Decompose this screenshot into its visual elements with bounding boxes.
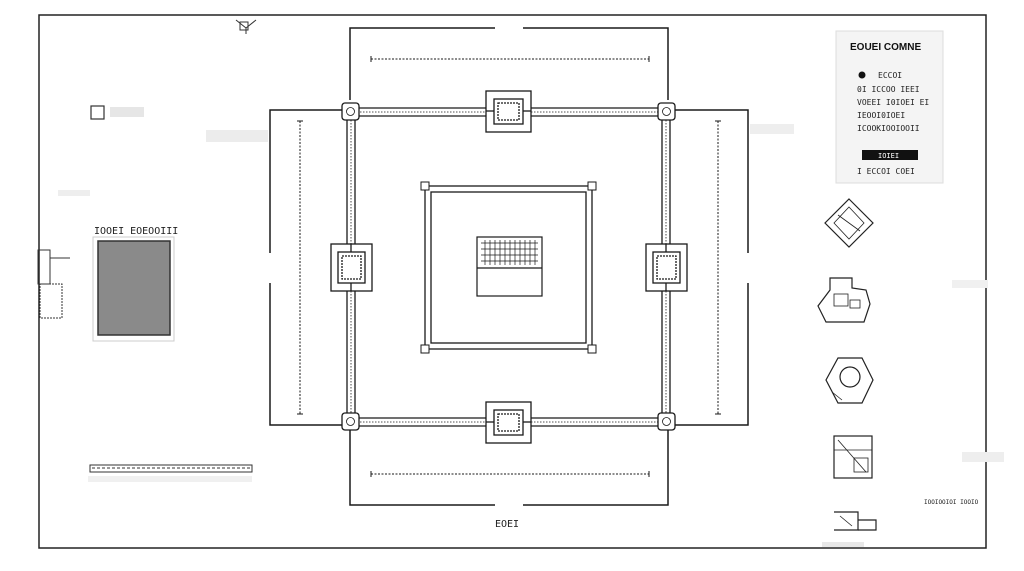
outer-boundary-bottom bbox=[349, 430, 669, 506]
stair-symbol-icon bbox=[833, 435, 873, 479]
bullet-icon bbox=[858, 71, 866, 79]
outer-boundary-right bbox=[668, 109, 749, 426]
title-block-row: IEOOI0IOEI bbox=[857, 111, 905, 120]
site-plan bbox=[269, 27, 749, 506]
faint-text-block bbox=[822, 542, 864, 547]
north-arrow-icon bbox=[235, 19, 257, 34]
gatehouse-south bbox=[485, 401, 532, 444]
central-hall bbox=[476, 236, 543, 297]
gatehouse-north bbox=[485, 90, 532, 133]
faint-text-block bbox=[952, 280, 988, 288]
legend-label: IOOEI EOEOOIII bbox=[94, 226, 178, 237]
building-symbol-icon bbox=[817, 277, 871, 323]
inner-enclosure bbox=[424, 185, 593, 350]
title-block-row: I ECCOI COEI bbox=[857, 167, 915, 176]
outer-boundary-left bbox=[269, 109, 350, 426]
wall-hatching bbox=[350, 111, 667, 423]
small-checkbox-icon bbox=[90, 105, 105, 120]
faint-text-block bbox=[750, 124, 794, 134]
title-block-bar-label: IOIEI bbox=[878, 152, 899, 160]
circle-symbol-icon bbox=[825, 357, 874, 404]
title-block-row: VOEEI I0IOEI EI bbox=[857, 98, 929, 107]
faint-text-block bbox=[962, 452, 1004, 462]
legend-swatch bbox=[97, 240, 171, 336]
title-block-row: 0I ICCOO IEEI bbox=[857, 85, 920, 94]
title-block-bar bbox=[862, 150, 918, 160]
gatehouse-east bbox=[645, 243, 688, 292]
title-block-row: ECCOI bbox=[878, 71, 902, 80]
scale-bar bbox=[89, 464, 253, 473]
title-block-heading: EOUEI COMNE bbox=[850, 42, 921, 53]
outer-boundary-top bbox=[349, 27, 669, 100]
corner-towers bbox=[341, 102, 676, 431]
faint-text-block bbox=[88, 476, 252, 482]
title-block-row: ICOOKIOOIOOII bbox=[857, 124, 920, 133]
title-block: EOUEI COMNE ECCOI 0I ICCOO IEEI VOEEI I0… bbox=[835, 30, 944, 184]
left-edge-symbol-icon bbox=[37, 249, 70, 319]
legend-frame bbox=[92, 236, 175, 342]
inner-corner-posts bbox=[420, 181, 597, 354]
gatehouse-west bbox=[330, 243, 373, 292]
plan-scale-label: EOEI bbox=[495, 519, 519, 530]
bottom-right-note: IOOIOOIOI IOOIO bbox=[924, 499, 979, 506]
main-walls bbox=[346, 107, 671, 427]
hexagon-symbol-icon bbox=[824, 198, 874, 248]
section-symbol-icon bbox=[834, 511, 877, 531]
faint-text-block bbox=[206, 130, 268, 142]
faint-text-block bbox=[110, 107, 144, 117]
left-legend: IOOEI EOEOOIII bbox=[92, 226, 178, 342]
faint-text-block bbox=[58, 190, 90, 196]
central-hall-grid bbox=[481, 240, 538, 265]
